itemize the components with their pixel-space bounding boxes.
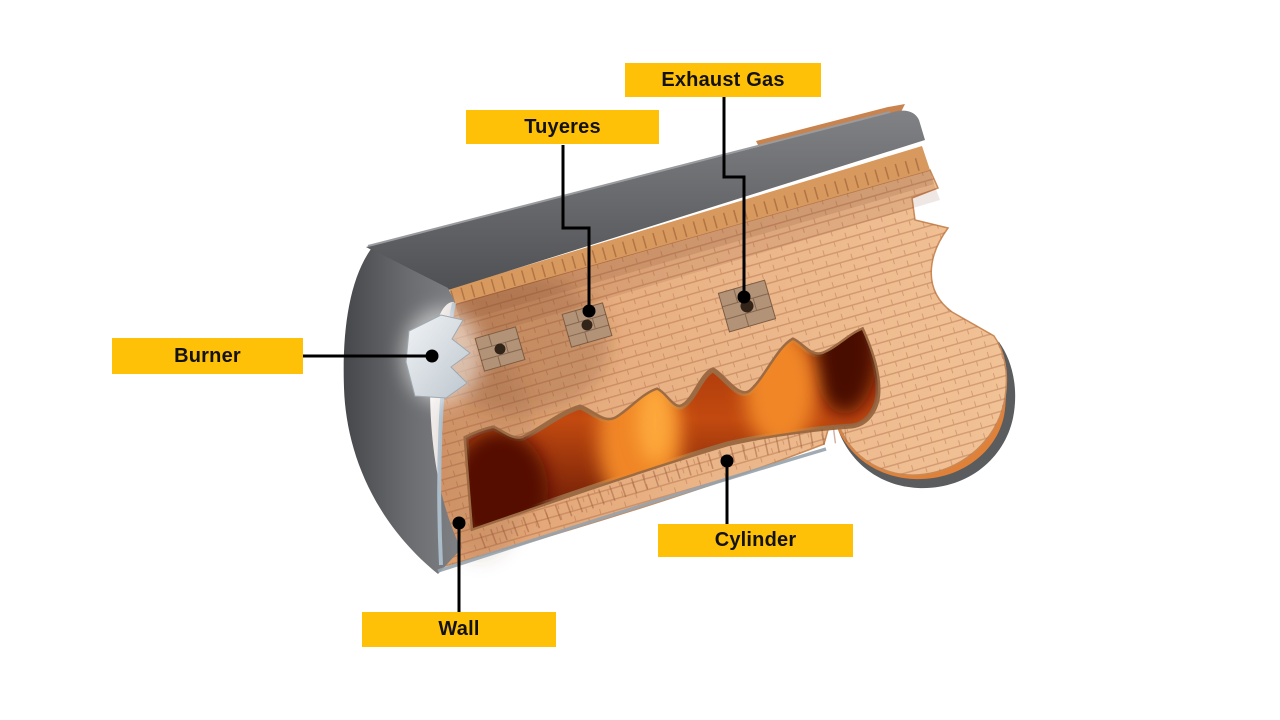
ceiling-shadow [455,170,934,322]
leader-dots [425,290,751,530]
exhaust-gas-leader-line [722,97,746,297]
fire-dark-patch [813,330,877,414]
label-tuyeres: Tuyeres [466,110,659,144]
bottom-shell-lip [437,447,827,573]
fire-bright-core [637,380,673,464]
burner-leader-dot [425,349,439,363]
leader-lines [303,97,746,612]
tuyere-patch [474,326,526,372]
label-wall: Wall [362,612,556,647]
tuyere-hole [494,343,506,355]
top-brick-strip-ticks [450,155,928,304]
tuyeres-leader-line [561,145,591,311]
cylinder-floor-bricks [479,426,847,549]
shell-roof [366,110,925,291]
wall-leader-dot [452,516,466,530]
shell-roof-highlight [367,111,891,247]
tuyeres-leader-dot [582,304,596,318]
tuyere-patch [561,302,613,348]
label-exhaust-gas: Exhaust Gas [625,63,821,97]
tuyere-hole [581,319,593,331]
label-cylinder: Cylinder [658,524,853,557]
cylinder-leader-dot [720,454,734,468]
exhaust-opening-patch [717,279,777,333]
label-burner: Burner [112,338,303,374]
exhaust-gas-leader-dot [737,290,751,304]
top-brick-strip [449,146,930,304]
